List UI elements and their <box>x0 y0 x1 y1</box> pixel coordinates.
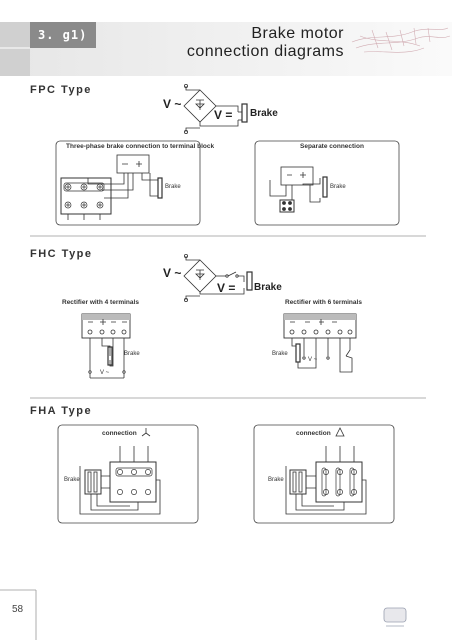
fhc-ac-voltage: V ~ <box>163 266 182 280</box>
fhc-rectifier-6-terminals <box>283 313 357 373</box>
fpc-left-box-title: Three-phase brake connection to terminal… <box>66 143 215 150</box>
fhc-schematic <box>183 253 253 302</box>
fhc-left-title: Rectifier with 4 terminals <box>62 299 139 306</box>
fhc-right-supply: V ~ <box>308 357 318 363</box>
fhc-right-brake: Brake <box>272 351 288 357</box>
section-tab: 3. g1) <box>30 22 96 48</box>
fha-left-title: connection <box>102 430 137 437</box>
fha-heading: FHA Type <box>30 405 93 417</box>
fhc-rectifier-4-terminals <box>81 313 131 379</box>
fha-left-brake: Brake <box>64 477 80 483</box>
fhc-left-brake: Brake <box>124 351 140 357</box>
fpc-brake-label: Brake <box>250 108 278 119</box>
fpc-schematic <box>183 84 248 134</box>
fhc-brake-label: Brake <box>254 282 282 293</box>
fha-right-brake: Brake <box>268 477 284 483</box>
fpc-left-box-brake: Brake <box>165 184 181 190</box>
fhc-right-title: Rectifier with 6 terminals <box>285 299 362 306</box>
page-number: 58 <box>12 604 24 615</box>
delta-connection-icon <box>335 427 345 437</box>
page-title-line2: connection diagrams <box>186 43 344 60</box>
fpc-ac-voltage: V ~ <box>163 97 182 111</box>
fhc-dc-voltage: V = <box>217 281 236 295</box>
star-connection-icon <box>141 428 151 437</box>
brand-logo-icon <box>383 607 407 627</box>
fha-star-box <box>57 424 199 524</box>
fha-right-title: connection <box>296 430 331 437</box>
fhc-heading: FHC Type <box>30 248 93 260</box>
fpc-right-box-title: Separate connection <box>300 143 364 150</box>
page-title-line1: Brake motor <box>251 25 344 42</box>
feather-decoration-icon <box>351 27 451 53</box>
fpc-heading: FPC Type <box>30 84 92 96</box>
fpc-right-box-brake: Brake <box>330 184 346 190</box>
fpc-right-box <box>254 140 400 226</box>
fpc-dc-voltage: V = <box>214 108 233 122</box>
fhc-left-supply: V ~ <box>100 370 110 376</box>
fha-delta-box <box>253 424 395 524</box>
fpc-left-box <box>55 140 201 226</box>
